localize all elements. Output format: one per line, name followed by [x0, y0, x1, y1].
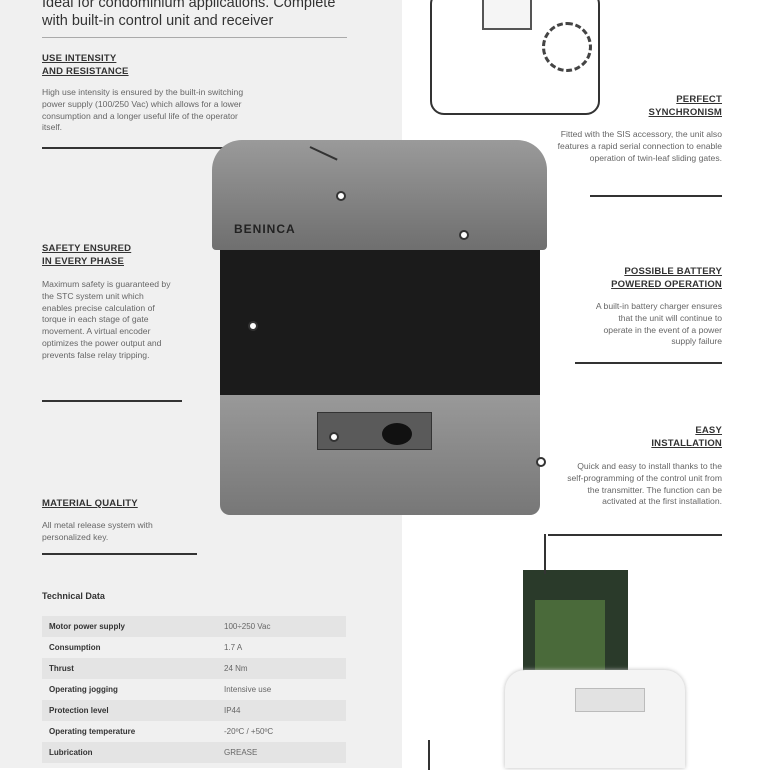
- control-unit-image: [505, 560, 695, 768]
- operator-line-drawing: [430, 0, 600, 115]
- callout-dot: [329, 432, 339, 442]
- operator-product-image: BENINCA: [212, 140, 547, 515]
- table-row: Operating temperature-20ºC / +50ºC: [49, 727, 274, 736]
- intro-text: Ideal for condominium applications. Comp…: [42, 0, 336, 29]
- callout-line: [42, 400, 182, 402]
- callout-dot: [336, 191, 346, 201]
- feature-title-material: MATERIAL QUALITY: [42, 498, 138, 509]
- divider: [42, 37, 347, 38]
- brand-logo: BENINCA: [234, 222, 296, 236]
- callout-dot: [536, 457, 546, 467]
- callout-line: [548, 534, 722, 536]
- feature-text-synchronism: Fitted with the SIS accessory, the unit …: [557, 129, 722, 163]
- callout-line: [42, 147, 312, 149]
- feature-text-battery: A built-in battery charger ensures that …: [595, 301, 722, 347]
- callout-dot: [459, 230, 469, 240]
- feature-text-installation: Quick and easy to install thanks to the …: [567, 461, 722, 507]
- callout-dot: [248, 321, 258, 331]
- technical-data-title: Technical Data: [42, 591, 105, 601]
- feature-text-material: All metal release system with personaliz…: [42, 520, 153, 542]
- callout-line: [590, 195, 722, 197]
- callout-line: [575, 362, 722, 364]
- callout-line: [42, 553, 197, 555]
- feature-text-use-intensity: High use intensity is ensured by the bui…: [42, 87, 244, 133]
- feature-text-safety: Maximum safety is guaranteed by the STC …: [42, 279, 171, 360]
- gear-drawing: [542, 22, 592, 72]
